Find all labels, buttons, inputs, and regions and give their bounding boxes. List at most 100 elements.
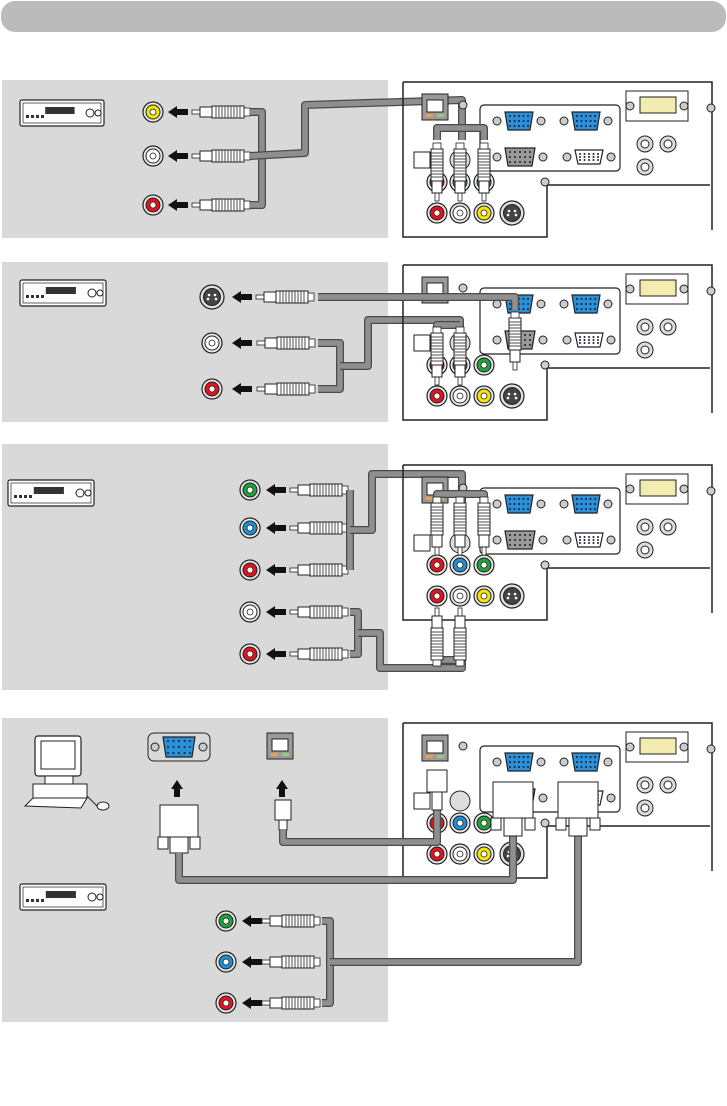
vga-plug-screw <box>590 818 600 830</box>
port-pin <box>167 740 169 742</box>
plug-boot <box>480 497 488 503</box>
source-jack-white <box>202 333 222 353</box>
port-pin <box>590 503 592 505</box>
port-pin <box>584 159 586 161</box>
vcr-icon <box>8 480 94 506</box>
port-pin <box>579 342 581 344</box>
port-pin <box>584 539 586 541</box>
jack-pin <box>457 593 463 599</box>
audio-jack-center <box>641 140 649 148</box>
plug-collar <box>510 350 520 362</box>
port-pin <box>585 503 587 505</box>
screw <box>563 153 571 161</box>
port-pin <box>529 156 531 158</box>
plug-tip <box>435 608 439 616</box>
svideo-body <box>504 588 521 605</box>
port-pin <box>581 508 583 510</box>
rca-plug <box>192 150 250 162</box>
port-pin <box>590 761 592 763</box>
port-pin <box>579 536 581 538</box>
port-pin <box>514 534 516 536</box>
audio-jack-center <box>664 781 672 789</box>
audio-in-jack <box>450 791 470 811</box>
port-pin <box>524 156 526 158</box>
s-video-jack <box>500 584 524 608</box>
port-pin <box>518 761 520 763</box>
screw <box>459 742 467 750</box>
plug-boot <box>309 385 315 393</box>
lan-plug-boot <box>432 792 442 810</box>
screw <box>539 794 547 802</box>
port-pin <box>509 308 511 310</box>
screw <box>604 500 612 508</box>
port-pin <box>584 336 586 338</box>
svideo-body <box>204 289 221 306</box>
audio-l-jack <box>450 386 470 406</box>
port-pin <box>509 156 511 158</box>
port-pin <box>590 756 592 758</box>
port-pin <box>519 156 521 158</box>
plug-boot <box>511 312 519 318</box>
port-pin <box>189 740 191 742</box>
jack-pin <box>150 109 156 115</box>
port-pin <box>597 336 599 338</box>
port-pin <box>527 120 529 122</box>
port-pin <box>523 766 525 768</box>
port-pin <box>588 342 590 344</box>
lan-led <box>282 753 289 756</box>
plug-collar <box>455 616 465 628</box>
rca-plug <box>192 106 250 118</box>
plug-collar <box>432 181 442 193</box>
plug-tip <box>435 377 439 385</box>
port-pin <box>576 298 578 300</box>
port-pin <box>523 303 525 305</box>
port-pin <box>189 752 191 754</box>
vcr-button <box>31 115 34 118</box>
port-pin <box>514 161 516 163</box>
port-pin <box>524 161 526 163</box>
port-pin <box>576 115 578 117</box>
source-jack-white <box>240 602 260 622</box>
port-pin <box>594 303 596 305</box>
port-pin <box>523 508 525 510</box>
port-pin <box>579 339 581 341</box>
jack-pin <box>247 651 253 657</box>
port-pin <box>579 539 581 541</box>
s-video-jack <box>500 201 524 225</box>
plug-tip <box>482 547 486 555</box>
vcr-button <box>41 295 44 298</box>
port-pin <box>529 151 531 153</box>
port-pin <box>597 542 599 544</box>
jack-pin <box>457 562 463 568</box>
source-jack-blue <box>216 952 236 972</box>
port-pin <box>593 156 595 158</box>
screw <box>541 561 549 569</box>
rca-plug <box>262 956 320 968</box>
port-pin <box>593 342 595 344</box>
port-pin <box>576 761 578 763</box>
port-pin <box>167 746 169 748</box>
component-y-jack <box>474 355 494 375</box>
port-pin <box>588 339 590 341</box>
jack-pin <box>457 393 463 399</box>
screw <box>707 287 715 295</box>
screw <box>493 300 501 308</box>
plug-boot <box>308 293 314 301</box>
port-pin <box>514 115 516 117</box>
jack-pin <box>481 851 487 857</box>
plug-collar <box>270 998 282 1008</box>
source-jack-red <box>216 993 236 1013</box>
plug-tip <box>458 547 462 555</box>
svideo-pin <box>507 397 510 400</box>
port-pin <box>581 125 583 127</box>
rca-plug <box>290 522 348 534</box>
jack-pin <box>457 820 463 826</box>
port-pin <box>584 156 586 158</box>
projector-rear-panel <box>403 265 715 420</box>
port-pin <box>173 740 175 742</box>
screw <box>537 117 545 125</box>
port-pin <box>588 159 590 161</box>
port-pin <box>524 334 526 336</box>
plug-collar <box>479 181 489 193</box>
